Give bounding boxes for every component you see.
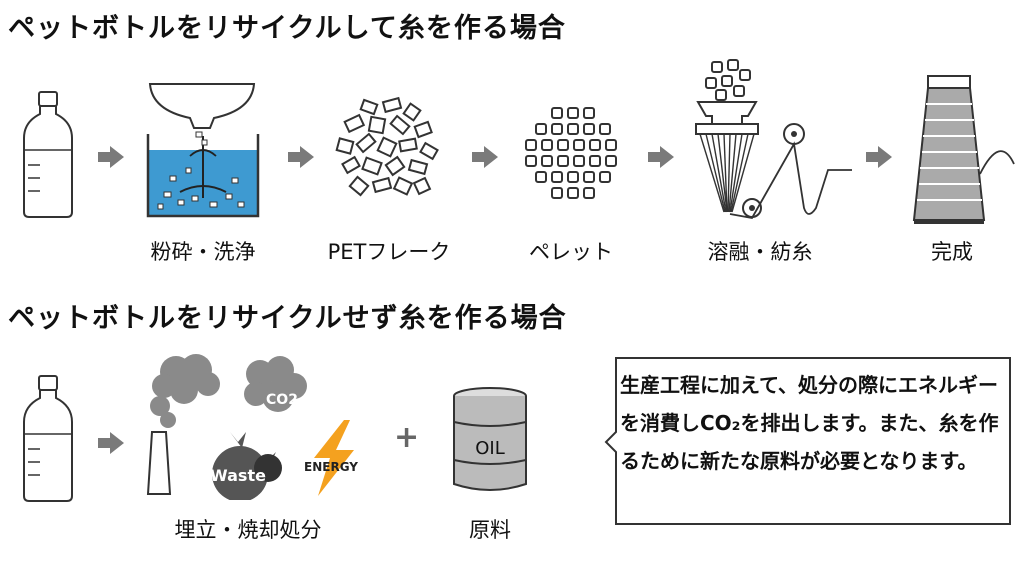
- label-complete: 完成: [931, 240, 973, 264]
- crusher-wash-icon: [146, 83, 260, 218]
- yarn-cone-icon: [912, 75, 1015, 224]
- callout-text: 生産工程に加えて、処分の際にエネルギーを消費しCO₂を排出します。また、糸を作る…: [620, 373, 999, 473]
- arrow-icon: [98, 432, 124, 454]
- energy-bolt-icon: [314, 420, 354, 496]
- pet-flakes-icon: [335, 96, 439, 197]
- pet-bottle-icon: [23, 375, 73, 502]
- label-landfill-incineration: 埋立・焼却処分: [174, 518, 322, 542]
- co2-text: CO2: [266, 392, 298, 408]
- arrow-icon: [648, 146, 674, 168]
- arrow-icon: [288, 146, 314, 168]
- melt-spinning-icon: [695, 59, 852, 219]
- oil-text: OIL: [475, 438, 505, 459]
- smokestack-icon: [146, 354, 220, 495]
- label-melt-spin: 溶融・紡糸: [707, 240, 813, 264]
- waste-text: Waste: [210, 466, 266, 485]
- arrow-icon: [866, 146, 892, 168]
- label-raw-material: 原料: [469, 518, 511, 542]
- waste-bag-icon: [212, 432, 282, 500]
- heading-without-recycling: ペットボトルをリサイクルせず糸を作る場合: [8, 303, 567, 334]
- oil-drum-icon: [453, 387, 527, 491]
- co2-cloud-icon: [244, 356, 307, 412]
- pellets-icon: [525, 107, 617, 199]
- label-pet-flake: PETフレーク: [327, 240, 451, 264]
- callout-box: [604, 357, 1011, 525]
- pet-bottle-icon: [23, 91, 73, 218]
- plus-icon: +: [394, 420, 420, 455]
- label-pellet: ペレット: [529, 240, 613, 264]
- arrow-icon: [472, 146, 498, 168]
- energy-text: ENERGY: [304, 460, 358, 474]
- heading-with-recycling: ペットボトルをリサイクルして糸を作る場合: [8, 13, 566, 44]
- arrow-icon: [98, 146, 124, 168]
- label-crush-wash: 粉砕・洗浄: [150, 240, 256, 264]
